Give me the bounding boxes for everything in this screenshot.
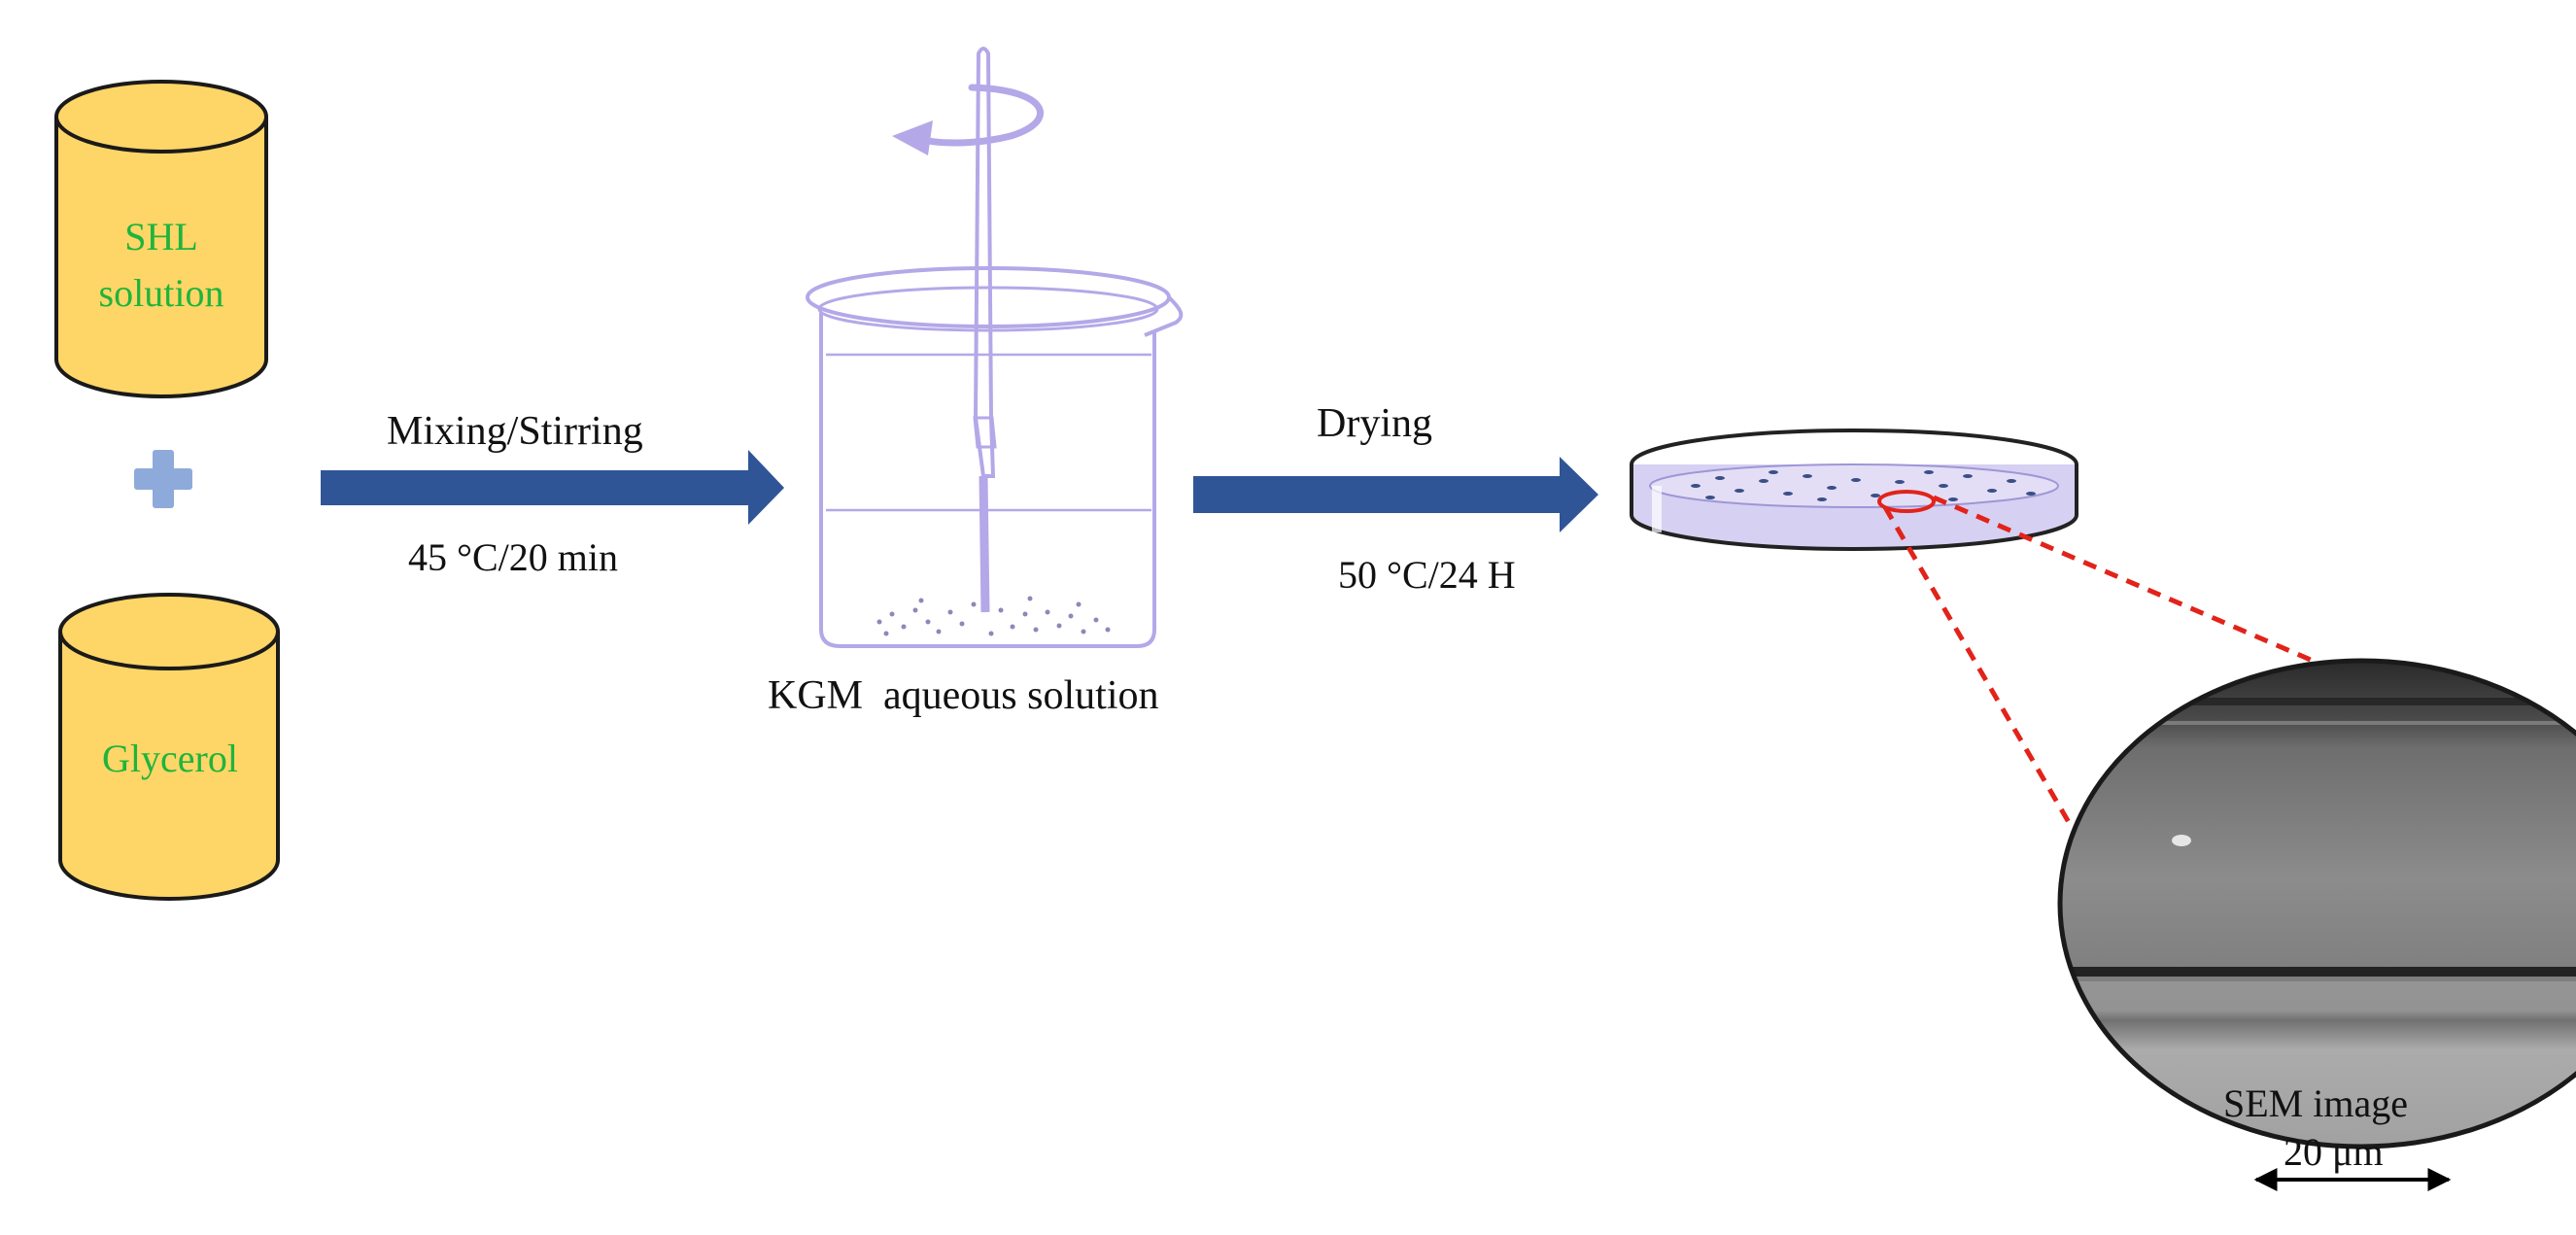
beaker-caption: KGM aqueous solution xyxy=(768,673,1159,718)
step-condition-mixing: 45 °C/20 min xyxy=(408,535,619,579)
stirring-rod-icon xyxy=(973,47,997,613)
scale-bar-label: 20 μm xyxy=(2284,1130,2384,1174)
label-shl: SHL xyxy=(124,215,198,258)
sem-micrograph-icon xyxy=(2057,658,2576,1149)
step-label-mixing: Mixing/Stirring xyxy=(387,409,643,454)
beaker-particles xyxy=(876,596,1111,636)
sem-caption: SEM image xyxy=(2223,1081,2408,1125)
arrow-mixing xyxy=(321,450,784,525)
petri-dish-icon xyxy=(1630,429,2078,551)
step-condition-drying: 50 °C/24 H xyxy=(1338,553,1516,597)
label-solution: solution xyxy=(98,271,224,315)
step-label-drying: Drying xyxy=(1317,401,1432,446)
label-glycerol: Glycerol xyxy=(102,737,238,780)
arrow-drying xyxy=(1193,457,1598,532)
cylinder-shl-solution xyxy=(54,80,268,398)
plus-icon xyxy=(134,450,192,508)
cylinder-glycerol xyxy=(58,593,280,901)
magnification-callout xyxy=(1877,490,2348,826)
rotation-arrow-icon xyxy=(892,84,1044,155)
